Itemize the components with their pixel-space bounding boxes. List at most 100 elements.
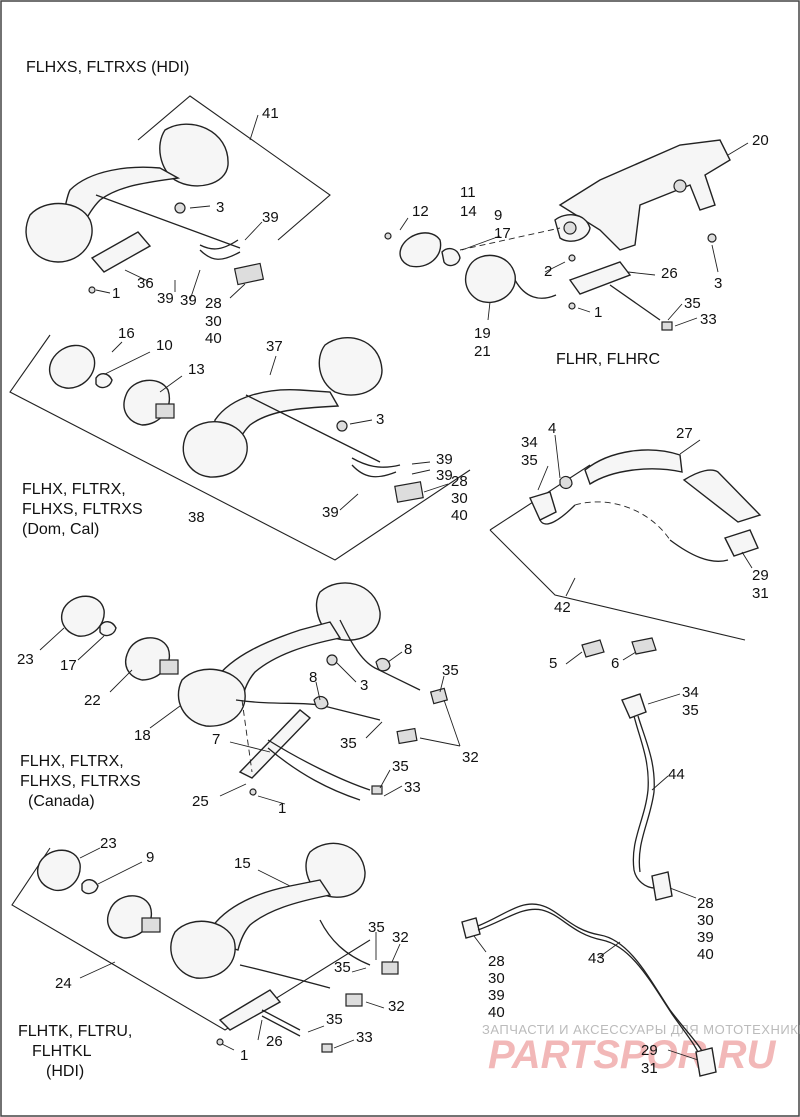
section-canada: FLHX, FLTRX, FLHXS, FLTRXS (Canada) 23 1… bbox=[17, 582, 479, 817]
callout-2: 2 bbox=[544, 263, 552, 280]
callout-3: 3 bbox=[376, 411, 384, 428]
alignment-line bbox=[459, 227, 561, 251]
connector-35-canada bbox=[429, 687, 449, 705]
lamp-wire bbox=[514, 279, 557, 299]
wire-44 bbox=[632, 715, 656, 889]
wire-harness-37 bbox=[351, 457, 401, 478]
callout-15: 15 bbox=[234, 855, 251, 872]
callout-39: 39 bbox=[436, 451, 453, 468]
callout-3: 3 bbox=[360, 677, 368, 694]
callout-1: 1 bbox=[240, 1047, 248, 1064]
grommet-8-upper bbox=[375, 657, 391, 672]
callout-28: 28 bbox=[205, 295, 222, 312]
callout-29: 29 bbox=[752, 567, 769, 584]
callout-26: 26 bbox=[266, 1033, 283, 1050]
lamp-housing-front-18 bbox=[177, 668, 246, 727]
lamp-socket-13 bbox=[155, 403, 175, 419]
wire-8-upper bbox=[339, 619, 421, 691]
connector-28-harness43 bbox=[461, 917, 481, 939]
bulb-17-canada bbox=[99, 621, 117, 637]
wire-bracket bbox=[267, 739, 371, 801]
callout-35: 35 bbox=[682, 702, 699, 719]
callout-11: 11 bbox=[460, 184, 476, 201]
callout-12: 12 bbox=[412, 203, 429, 220]
callout-32: 32 bbox=[392, 929, 409, 946]
callout-28: 28 bbox=[697, 895, 714, 912]
model-label-dom-3: (Dom, Cal) bbox=[22, 521, 99, 538]
callout-34: 34 bbox=[521, 434, 538, 451]
callout-35: 35 bbox=[392, 758, 409, 775]
callout-7: 7 bbox=[212, 731, 220, 748]
callout-31: 31 bbox=[752, 585, 769, 602]
callout-35: 35 bbox=[442, 662, 459, 679]
callout-27: 27 bbox=[676, 425, 693, 442]
model-label-canada-2: FLHXS, FLTRXS bbox=[20, 773, 141, 790]
callout-39: 39 bbox=[180, 292, 197, 309]
fender-strip-27 bbox=[584, 449, 683, 486]
connector-28 bbox=[233, 262, 265, 286]
grommet-8-lower bbox=[313, 695, 329, 710]
callout-19: 19 bbox=[474, 325, 491, 342]
callout-23: 23 bbox=[100, 835, 117, 852]
callout-40: 40 bbox=[697, 946, 714, 963]
callout-18: 18 bbox=[134, 727, 151, 744]
callout-33: 33 bbox=[356, 1029, 373, 1046]
callout-6: 6 bbox=[611, 655, 619, 672]
model-label-canada-3: (Canada) bbox=[28, 793, 95, 810]
lamp-19 bbox=[464, 254, 516, 304]
connector-34-harness bbox=[621, 693, 647, 719]
model-label-flhtk-1: FLHTK, FLTRU, bbox=[18, 1023, 132, 1040]
watermark-caption: ЗАПЧАСТИ И АКСЕССУАРЫ ДЛЯ МОТОТЕХНИКИ bbox=[482, 1022, 800, 1037]
group-bracket-24 bbox=[11, 847, 371, 1031]
screw-3-canada bbox=[326, 654, 338, 666]
connector-28-dom bbox=[394, 481, 424, 503]
lamp-housing-front bbox=[25, 202, 93, 263]
callout-39: 39 bbox=[322, 504, 339, 521]
section-flhtk: FLHTK, FLTRU, FLHTKL (HDI) 23 9 15 35 32… bbox=[11, 835, 409, 1080]
callout-43: 43 bbox=[588, 950, 605, 967]
callout-33: 33 bbox=[700, 311, 717, 328]
group-bracket-41 bbox=[137, 95, 331, 241]
callout-8: 8 bbox=[404, 641, 412, 658]
connector-34 bbox=[529, 491, 557, 521]
leader-lines-8 bbox=[473, 935, 699, 1061]
callout-3: 3 bbox=[216, 199, 224, 216]
callout-1: 1 bbox=[594, 304, 602, 321]
connector-33-flhtk bbox=[321, 1043, 333, 1053]
clip-6 bbox=[631, 637, 657, 655]
bulb-9 bbox=[81, 879, 99, 895]
callout-42: 42 bbox=[554, 599, 571, 616]
callout-37: 37 bbox=[266, 338, 283, 355]
callout-33: 33 bbox=[404, 779, 421, 796]
section-hdi-top: FLHXS, FLTRXS (HDI) 41 3 39 36 1 39 39 2… bbox=[25, 59, 331, 347]
callout-39: 39 bbox=[488, 987, 505, 1004]
lens-ring-12 bbox=[399, 232, 442, 268]
callout-40: 40 bbox=[451, 507, 468, 524]
callout-40: 40 bbox=[205, 330, 222, 347]
callout-30: 30 bbox=[451, 490, 468, 507]
callout-35: 35 bbox=[326, 1011, 343, 1028]
screw-11 bbox=[384, 232, 392, 240]
connector-28-harness bbox=[651, 871, 673, 901]
callout-32: 32 bbox=[388, 998, 405, 1015]
lamp-housing-front-37 bbox=[182, 421, 248, 478]
callout-31: 31 bbox=[641, 1060, 658, 1077]
mount-plate-hole bbox=[563, 221, 577, 235]
callout-35: 35 bbox=[368, 919, 385, 936]
callout-35: 35 bbox=[521, 452, 538, 469]
callout-9: 9 bbox=[494, 207, 502, 224]
leader-lines-2 bbox=[399, 142, 749, 327]
lens-ring-23 bbox=[60, 595, 105, 637]
callout-1: 1 bbox=[112, 285, 120, 302]
leader-lines-7 bbox=[79, 847, 401, 1051]
screw-1-hdi bbox=[88, 286, 96, 294]
callout-17: 17 bbox=[60, 657, 77, 674]
callout-41: 41 bbox=[262, 105, 279, 122]
section-dom-cal: FLHX, FLTRX, FLHXS, FLTRXS (Dom, Cal) 16… bbox=[9, 325, 471, 561]
bracket-20 bbox=[558, 139, 731, 251]
module-26 bbox=[568, 261, 632, 295]
connector-32-b bbox=[381, 961, 399, 975]
bulb-17 bbox=[441, 247, 461, 267]
callout-40: 40 bbox=[488, 1004, 505, 1021]
bulb-10 bbox=[95, 373, 113, 389]
